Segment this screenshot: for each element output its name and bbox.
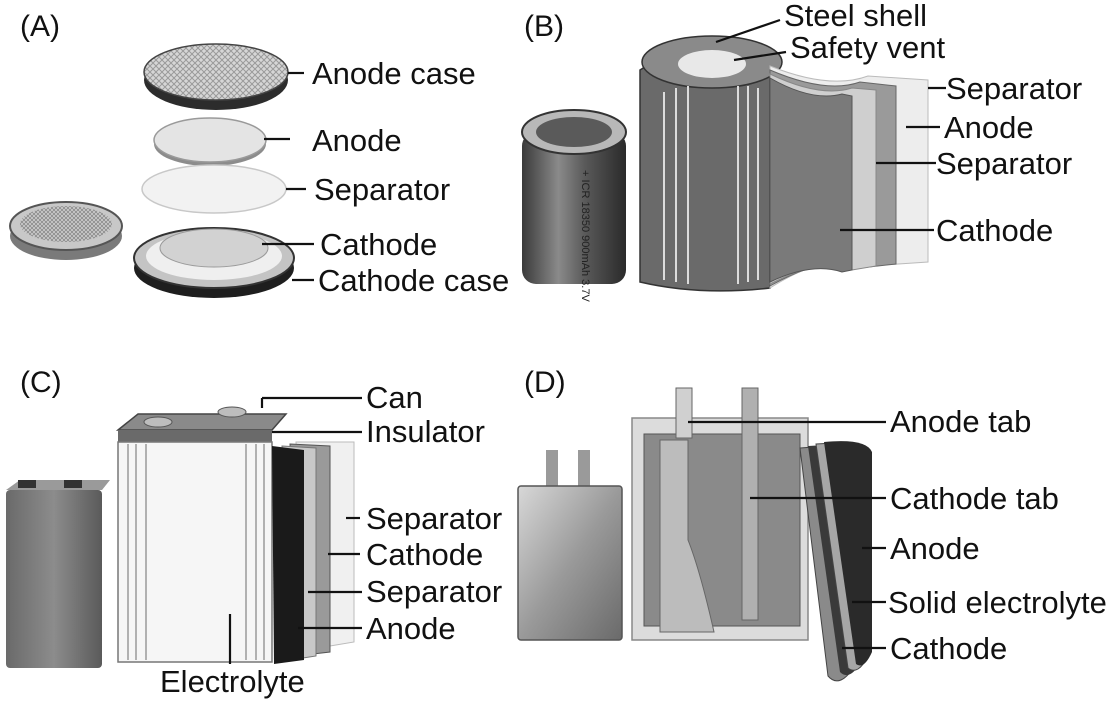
cathode-sheet <box>769 77 853 283</box>
label-can: Can <box>366 380 423 415</box>
label-safety-vent: Safety vent <box>790 30 945 65</box>
label-separator-inner: Separator <box>366 574 502 609</box>
label-cathode: Cathode <box>366 537 483 572</box>
label-insulator: Insulator <box>366 414 485 449</box>
panel-a-tag: (A) <box>20 10 60 43</box>
separator-disc-part <box>141 164 287 214</box>
label-separator-outer: Separator <box>946 71 1082 106</box>
label-anode: Anode <box>944 110 1034 145</box>
panel-b-tag: (B) <box>524 10 564 43</box>
panel-d-tag: (D) <box>524 366 566 399</box>
label-steel-shell: Steel shell <box>784 0 927 33</box>
anode-sheet <box>272 446 304 664</box>
cathode-disc-part <box>159 228 269 268</box>
label-cathode: Cathode <box>890 631 1007 666</box>
anode-case-part <box>143 43 289 110</box>
label-anode-case: Anode case <box>312 56 476 91</box>
label-separator-inner: Separator <box>936 146 1072 181</box>
label-cathode: Cathode <box>936 213 1053 248</box>
panel-b-cylindrical-cell: (B) + ICR 18350 900mAh 3.7V <box>521 0 1082 302</box>
label-anode: Anode <box>890 531 980 566</box>
pouch-cell-photo <box>517 450 623 641</box>
cell-print-text: + ICR 18350 900mAh 3.7V <box>579 170 591 302</box>
label-anode: Anode <box>312 123 402 158</box>
panel-c-tag: (C) <box>20 366 62 399</box>
label-anode-tab: Anode tab <box>890 404 1031 439</box>
leader-line <box>733 50 787 62</box>
insulator-strip <box>118 430 272 442</box>
leader-line <box>715 18 781 44</box>
cathode-case-part <box>133 227 295 298</box>
label-anode: Anode <box>366 611 456 646</box>
prismatic-cutaway <box>115 406 355 664</box>
anode-tab <box>675 387 693 439</box>
panel-c-prismatic-cell: (C) <box>6 366 502 699</box>
label-solid-electrolyte: Solid electrolyte <box>888 585 1107 620</box>
safety-vent <box>678 50 746 78</box>
panel-a-coin-cell: (A) Anode case <box>9 10 509 298</box>
pouch-cutaway <box>631 387 872 682</box>
can-top <box>115 413 288 431</box>
panel-d-pouch-cell: (D) Anode tab Cathode tab Anode So <box>517 366 1107 682</box>
prismatic-battery-photo <box>6 480 110 668</box>
label-cathode-case: Cathode case <box>318 263 509 298</box>
cylindrical-cutaway <box>639 35 929 292</box>
anode-disc-part <box>153 117 267 166</box>
cathode-tab <box>741 387 759 621</box>
cylindrical-cell-photo: + ICR 18350 900mAh 3.7V <box>521 109 627 302</box>
label-electrolyte: Electrolyte <box>160 664 305 699</box>
label-cathode-tab: Cathode tab <box>890 481 1059 516</box>
coin-cell-photo <box>9 201 123 260</box>
label-separator-outer: Separator <box>366 501 502 536</box>
label-cathode: Cathode <box>320 227 437 262</box>
label-separator: Separator <box>314 172 450 207</box>
